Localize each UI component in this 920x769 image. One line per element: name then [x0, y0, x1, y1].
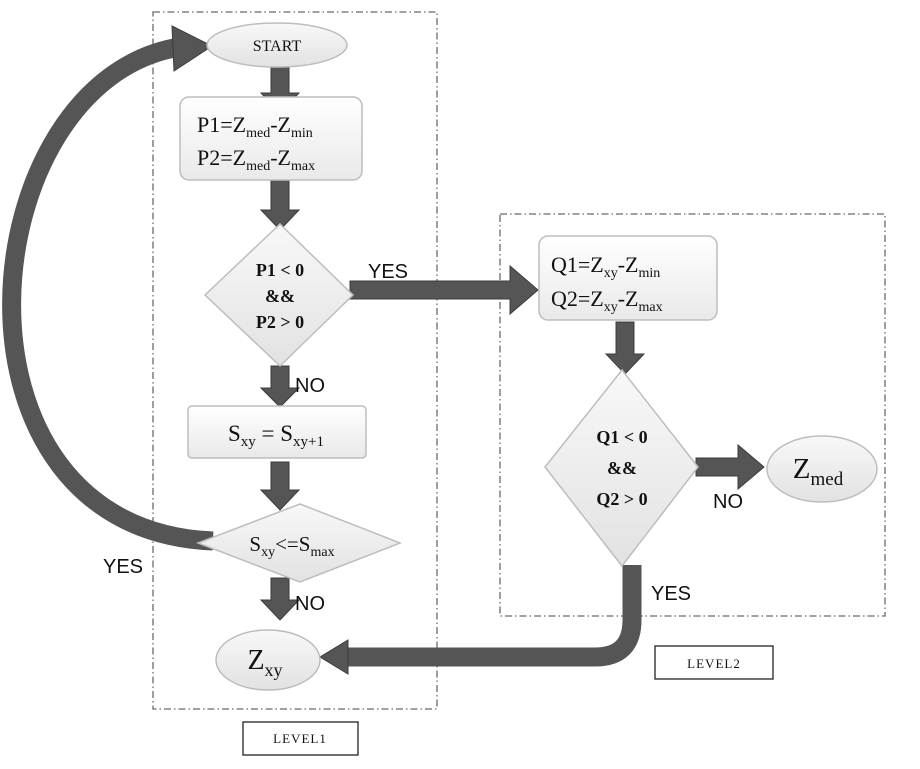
arrow-check-yes-loop: [2, 37, 214, 551]
level1-label: LEVEL1: [242, 721, 359, 756]
arrow-decision2-yes-path: [345, 565, 642, 667]
decision1-no-label: NO: [295, 375, 325, 397]
decision2-line2: &&: [607, 458, 637, 478]
check-no-label: NO: [295, 593, 325, 615]
zxy-node: Zxy: [215, 629, 321, 691]
decision1-line1: P1 < 0: [256, 260, 304, 280]
p2-formula: P2=Zmed-Zmax: [197, 145, 315, 174]
s-check-formula: Sxy<=Smax: [249, 532, 334, 560]
p-compute-box: P1=Zmed-Zmin P2=Zmed-Zmax: [179, 96, 363, 181]
decision1-yes-label: YES: [368, 261, 408, 283]
arrow-p-to-decision1: [259, 179, 301, 231]
start-label: START: [253, 38, 302, 55]
level2-label: LEVEL2: [654, 645, 774, 680]
s-update-formula: Sxy = Sxy+1: [228, 421, 324, 450]
decision2-line3: Q2 > 0: [596, 489, 647, 509]
arrow-check-yes-head: [171, 25, 213, 72]
level1-region: [152, 11, 438, 710]
decision2-no-label: NO: [713, 491, 743, 513]
zxy-label: Zxy: [247, 645, 282, 680]
decision2-line1: Q1 < 0: [596, 427, 647, 447]
decision2-yes-label: YES: [651, 583, 691, 605]
level1-label-text: LEVEL1: [273, 731, 327, 746]
arrow-q-to-decision2: [604, 321, 646, 375]
level2-region: [499, 213, 886, 617]
arrow-decision1-yes: [349, 264, 539, 316]
p1-formula: P1=Zmed-Zmin: [197, 112, 313, 141]
s-check-diamond: Sxy<=Smax: [195, 503, 403, 583]
arrow-update-to-check: [259, 461, 301, 511]
q-compute-box: Q1=Zxy-Zmin Q2=Zxy-Zmax: [538, 235, 718, 321]
level2-label-text: LEVEL2: [687, 656, 741, 671]
decision1-line3: P2 > 0: [256, 312, 304, 332]
s-update-box: Sxy = Sxy+1: [187, 405, 367, 459]
arrow-decision1-no: [259, 365, 301, 408]
q1-formula: Q1=Zxy-Zmin: [551, 252, 660, 281]
zmed-node: Zmed: [766, 435, 878, 503]
decision1-line2: &&: [265, 286, 295, 306]
decision1-diamond: P1 < 0 && P2 > 0: [203, 222, 355, 368]
arrow-decision2-no: [695, 443, 765, 491]
arrow-decision2-yes-head: [319, 639, 349, 675]
check-yes-label: YES: [103, 556, 143, 578]
arrow-check-no: [259, 577, 301, 621]
q2-formula: Q2=Zxy-Zmax: [551, 286, 663, 315]
zmed-label: Zmed: [793, 453, 844, 490]
start-node: START: [206, 22, 348, 68]
decision2-diamond: Q1 < 0 && Q2 > 0: [544, 368, 699, 568]
